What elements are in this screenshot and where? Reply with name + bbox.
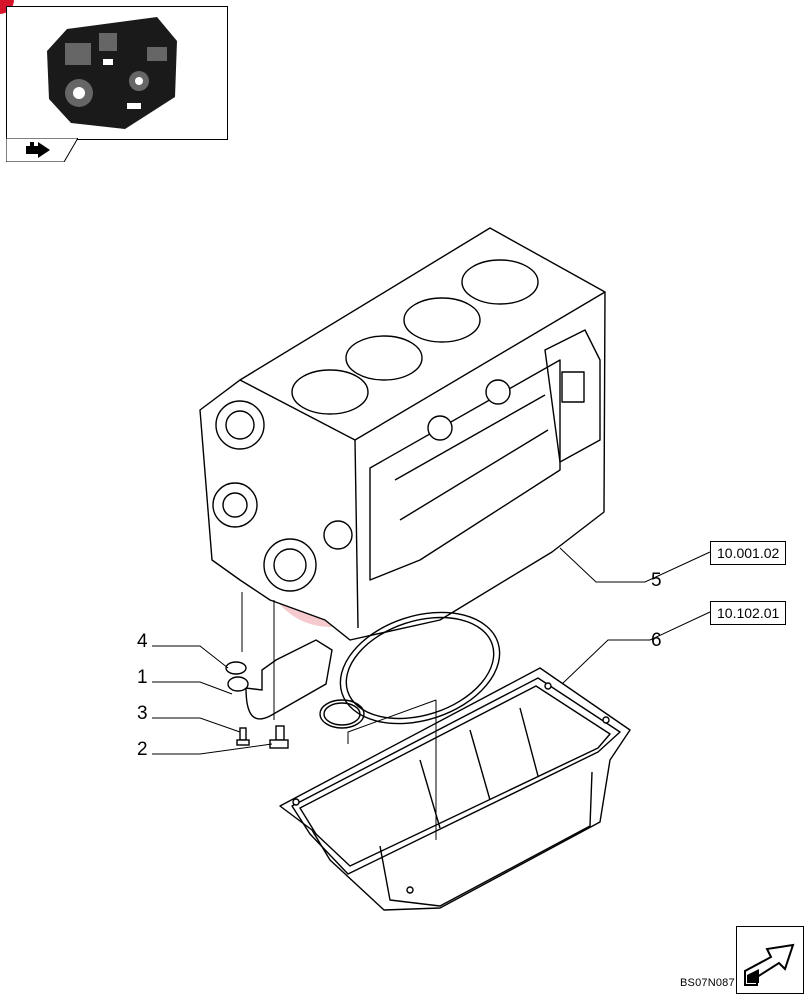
engine-block [199,227,606,641]
reference-link-5[interactable]: 10.001.02 [710,541,787,565]
oil-pickup-assembly [225,639,365,749]
callout-6[interactable]: 6 [651,630,662,651]
leader-lines [152,547,711,755]
oil-pan [279,667,631,911]
callout-2[interactable]: 2 [137,739,148,760]
navigate-back-icon [5,137,79,163]
engine-thumbnail-panel[interactable] [6,6,228,140]
alignment-lines [241,592,437,840]
reference-link-6[interactable]: 10.102.01 [710,601,787,625]
navigate-next-button[interactable] [736,926,804,994]
callout-4[interactable]: 4 [137,631,148,652]
navigate-next-icon [744,943,795,986]
callout-5[interactable]: 5 [651,570,662,591]
callout-3[interactable]: 3 [137,703,148,724]
engine-thumbnail-icon [47,17,177,129]
callout-1[interactable]: 1 [137,667,148,688]
document-code: BS07N087 [680,977,735,989]
navigate-back-tab[interactable] [5,137,79,163]
